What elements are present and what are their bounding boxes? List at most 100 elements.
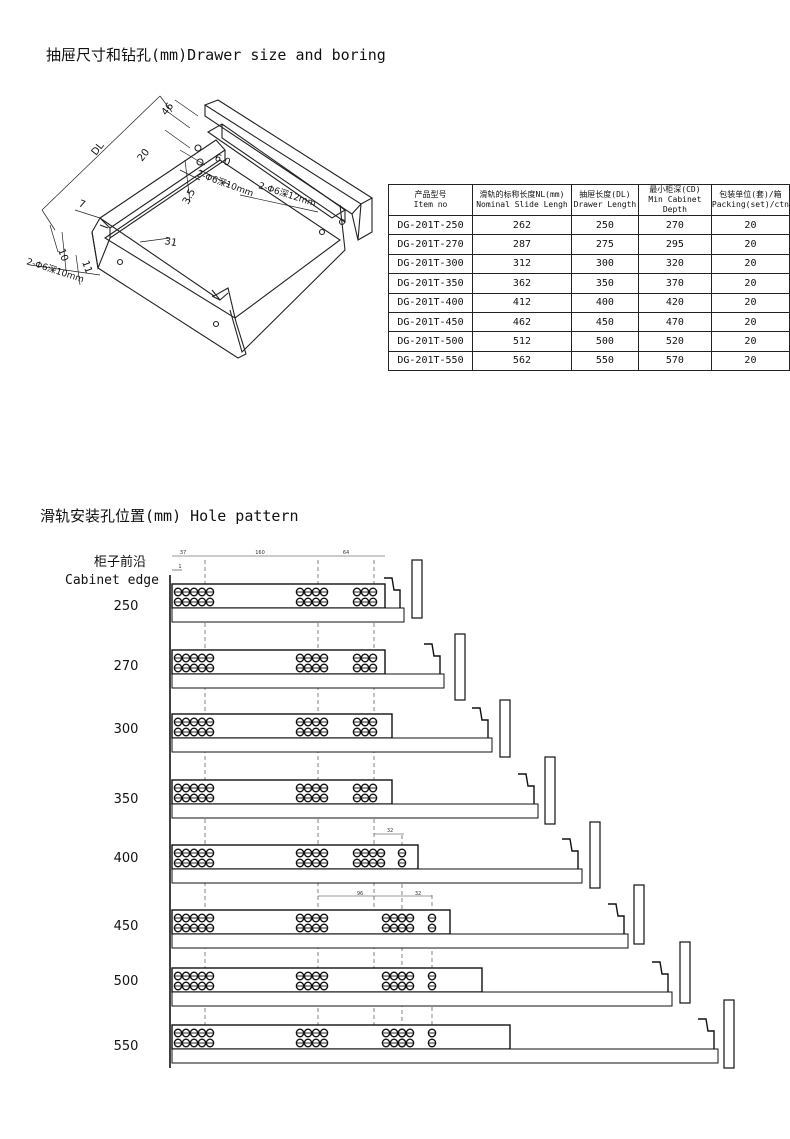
rail-extension bbox=[171, 607, 405, 623]
rail-row bbox=[171, 559, 423, 623]
dim-top-64: 64 bbox=[343, 550, 349, 556]
rear-post bbox=[679, 941, 691, 1004]
hole-cluster bbox=[173, 913, 215, 933]
dim-top-37: 37 bbox=[180, 550, 186, 556]
drawer-back-panel bbox=[203, 99, 374, 241]
rail-hook bbox=[562, 838, 579, 869]
drawer-floor bbox=[103, 159, 341, 319]
hole-cluster bbox=[295, 913, 329, 933]
hole-cluster bbox=[352, 717, 378, 737]
rail-body bbox=[171, 1024, 511, 1050]
rear-post bbox=[499, 699, 511, 758]
drawer-size-heading: 抽屉尺寸和钻孔(mm)Drawer size and boring bbox=[46, 46, 386, 64]
rail-hook bbox=[384, 577, 401, 608]
header-drawer-length: 抽屉长度(DL)Drawer Length bbox=[570, 184, 639, 216]
hole-cluster bbox=[173, 717, 215, 737]
rail-hook bbox=[608, 903, 625, 934]
rail-hook bbox=[472, 707, 489, 738]
dim-top-1: 1 bbox=[178, 564, 181, 570]
rail-row bbox=[171, 699, 511, 758]
hole-cluster bbox=[352, 653, 378, 673]
hole-cluster bbox=[352, 848, 386, 868]
rail-row bbox=[171, 999, 735, 1069]
rail-extension bbox=[171, 803, 539, 819]
hole-cluster bbox=[397, 1028, 407, 1048]
rail-row bbox=[171, 941, 691, 1007]
dim-11: 11 bbox=[79, 259, 94, 275]
rear-post bbox=[723, 999, 735, 1069]
rail-hook bbox=[698, 1018, 715, 1049]
hole-pattern-heading: 滑轨安装孔位置(mm) Hole pattern bbox=[40, 507, 299, 525]
rail-size-label: 400 bbox=[114, 851, 139, 866]
rail-row bbox=[171, 821, 601, 889]
dim-10: 10 bbox=[55, 247, 70, 263]
hole-cluster bbox=[352, 587, 378, 607]
hole-cluster bbox=[295, 848, 329, 868]
rail-size-label: 350 bbox=[114, 792, 139, 807]
dim-450-96: 96 bbox=[357, 891, 363, 897]
rail-hook bbox=[424, 643, 441, 674]
hole-cluster bbox=[397, 971, 407, 991]
hole-cluster bbox=[397, 913, 407, 933]
rail-size-label: 250 bbox=[114, 599, 139, 614]
hole-cluster bbox=[295, 587, 329, 607]
hole-cluster bbox=[173, 971, 215, 991]
rear-post bbox=[544, 756, 556, 825]
rail-size-label: 270 bbox=[114, 659, 139, 674]
rail-row bbox=[171, 633, 466, 701]
hole-cluster bbox=[295, 717, 329, 737]
hole-cluster bbox=[173, 587, 215, 607]
rail-size-label: 450 bbox=[114, 919, 139, 934]
hole-cluster bbox=[427, 913, 437, 933]
dim-top-160: 160 bbox=[255, 550, 265, 556]
rail-extension bbox=[171, 933, 629, 949]
hole-cluster bbox=[173, 848, 215, 868]
header-cabinet-depth: 最小柜深(CD)Min Cabinet Depth bbox=[637, 184, 712, 216]
hole-cluster bbox=[397, 848, 407, 868]
dim-7: 7 bbox=[77, 198, 87, 211]
rail-extension bbox=[171, 737, 493, 753]
dim-450-32: 32 bbox=[415, 891, 421, 897]
rail-extension bbox=[171, 673, 445, 689]
rear-post bbox=[411, 559, 423, 619]
rear-post bbox=[454, 633, 466, 701]
rail-size-label: 550 bbox=[114, 1039, 139, 1054]
rail-extension bbox=[171, 868, 583, 884]
hole-cluster bbox=[295, 653, 329, 673]
rail-row bbox=[171, 756, 556, 825]
hole-cluster bbox=[173, 1028, 215, 1048]
cabinet-edge-en: Cabinet edge bbox=[65, 573, 159, 588]
drawer-front-panel bbox=[91, 217, 247, 359]
hole-cluster bbox=[173, 783, 215, 803]
rear-post bbox=[589, 821, 601, 889]
drawer-right-side bbox=[206, 123, 347, 354]
rail-row bbox=[171, 884, 645, 949]
rear-post bbox=[633, 884, 645, 945]
hole-cluster bbox=[427, 971, 437, 991]
hole-cluster bbox=[295, 971, 329, 991]
hole-cluster bbox=[173, 653, 215, 673]
rail-hook bbox=[652, 961, 669, 992]
dimension-lines bbox=[29, 95, 319, 286]
hole-cluster bbox=[427, 1028, 437, 1048]
cabinet-edge-cn: 柜子前沿 bbox=[94, 554, 146, 570]
hole-cluster bbox=[295, 783, 329, 803]
rail-size-label: 300 bbox=[114, 722, 139, 737]
hole-cluster bbox=[352, 783, 378, 803]
rail-extension bbox=[171, 991, 673, 1007]
rail-extension bbox=[171, 1048, 719, 1064]
header-nominal-length: 滑轨的标称长度NL(mm)Nominal Slide Lengh bbox=[471, 184, 572, 216]
hole-cluster bbox=[295, 1028, 329, 1048]
dim-400-32: 32 bbox=[387, 828, 393, 834]
dim-31: 31 bbox=[163, 236, 177, 249]
